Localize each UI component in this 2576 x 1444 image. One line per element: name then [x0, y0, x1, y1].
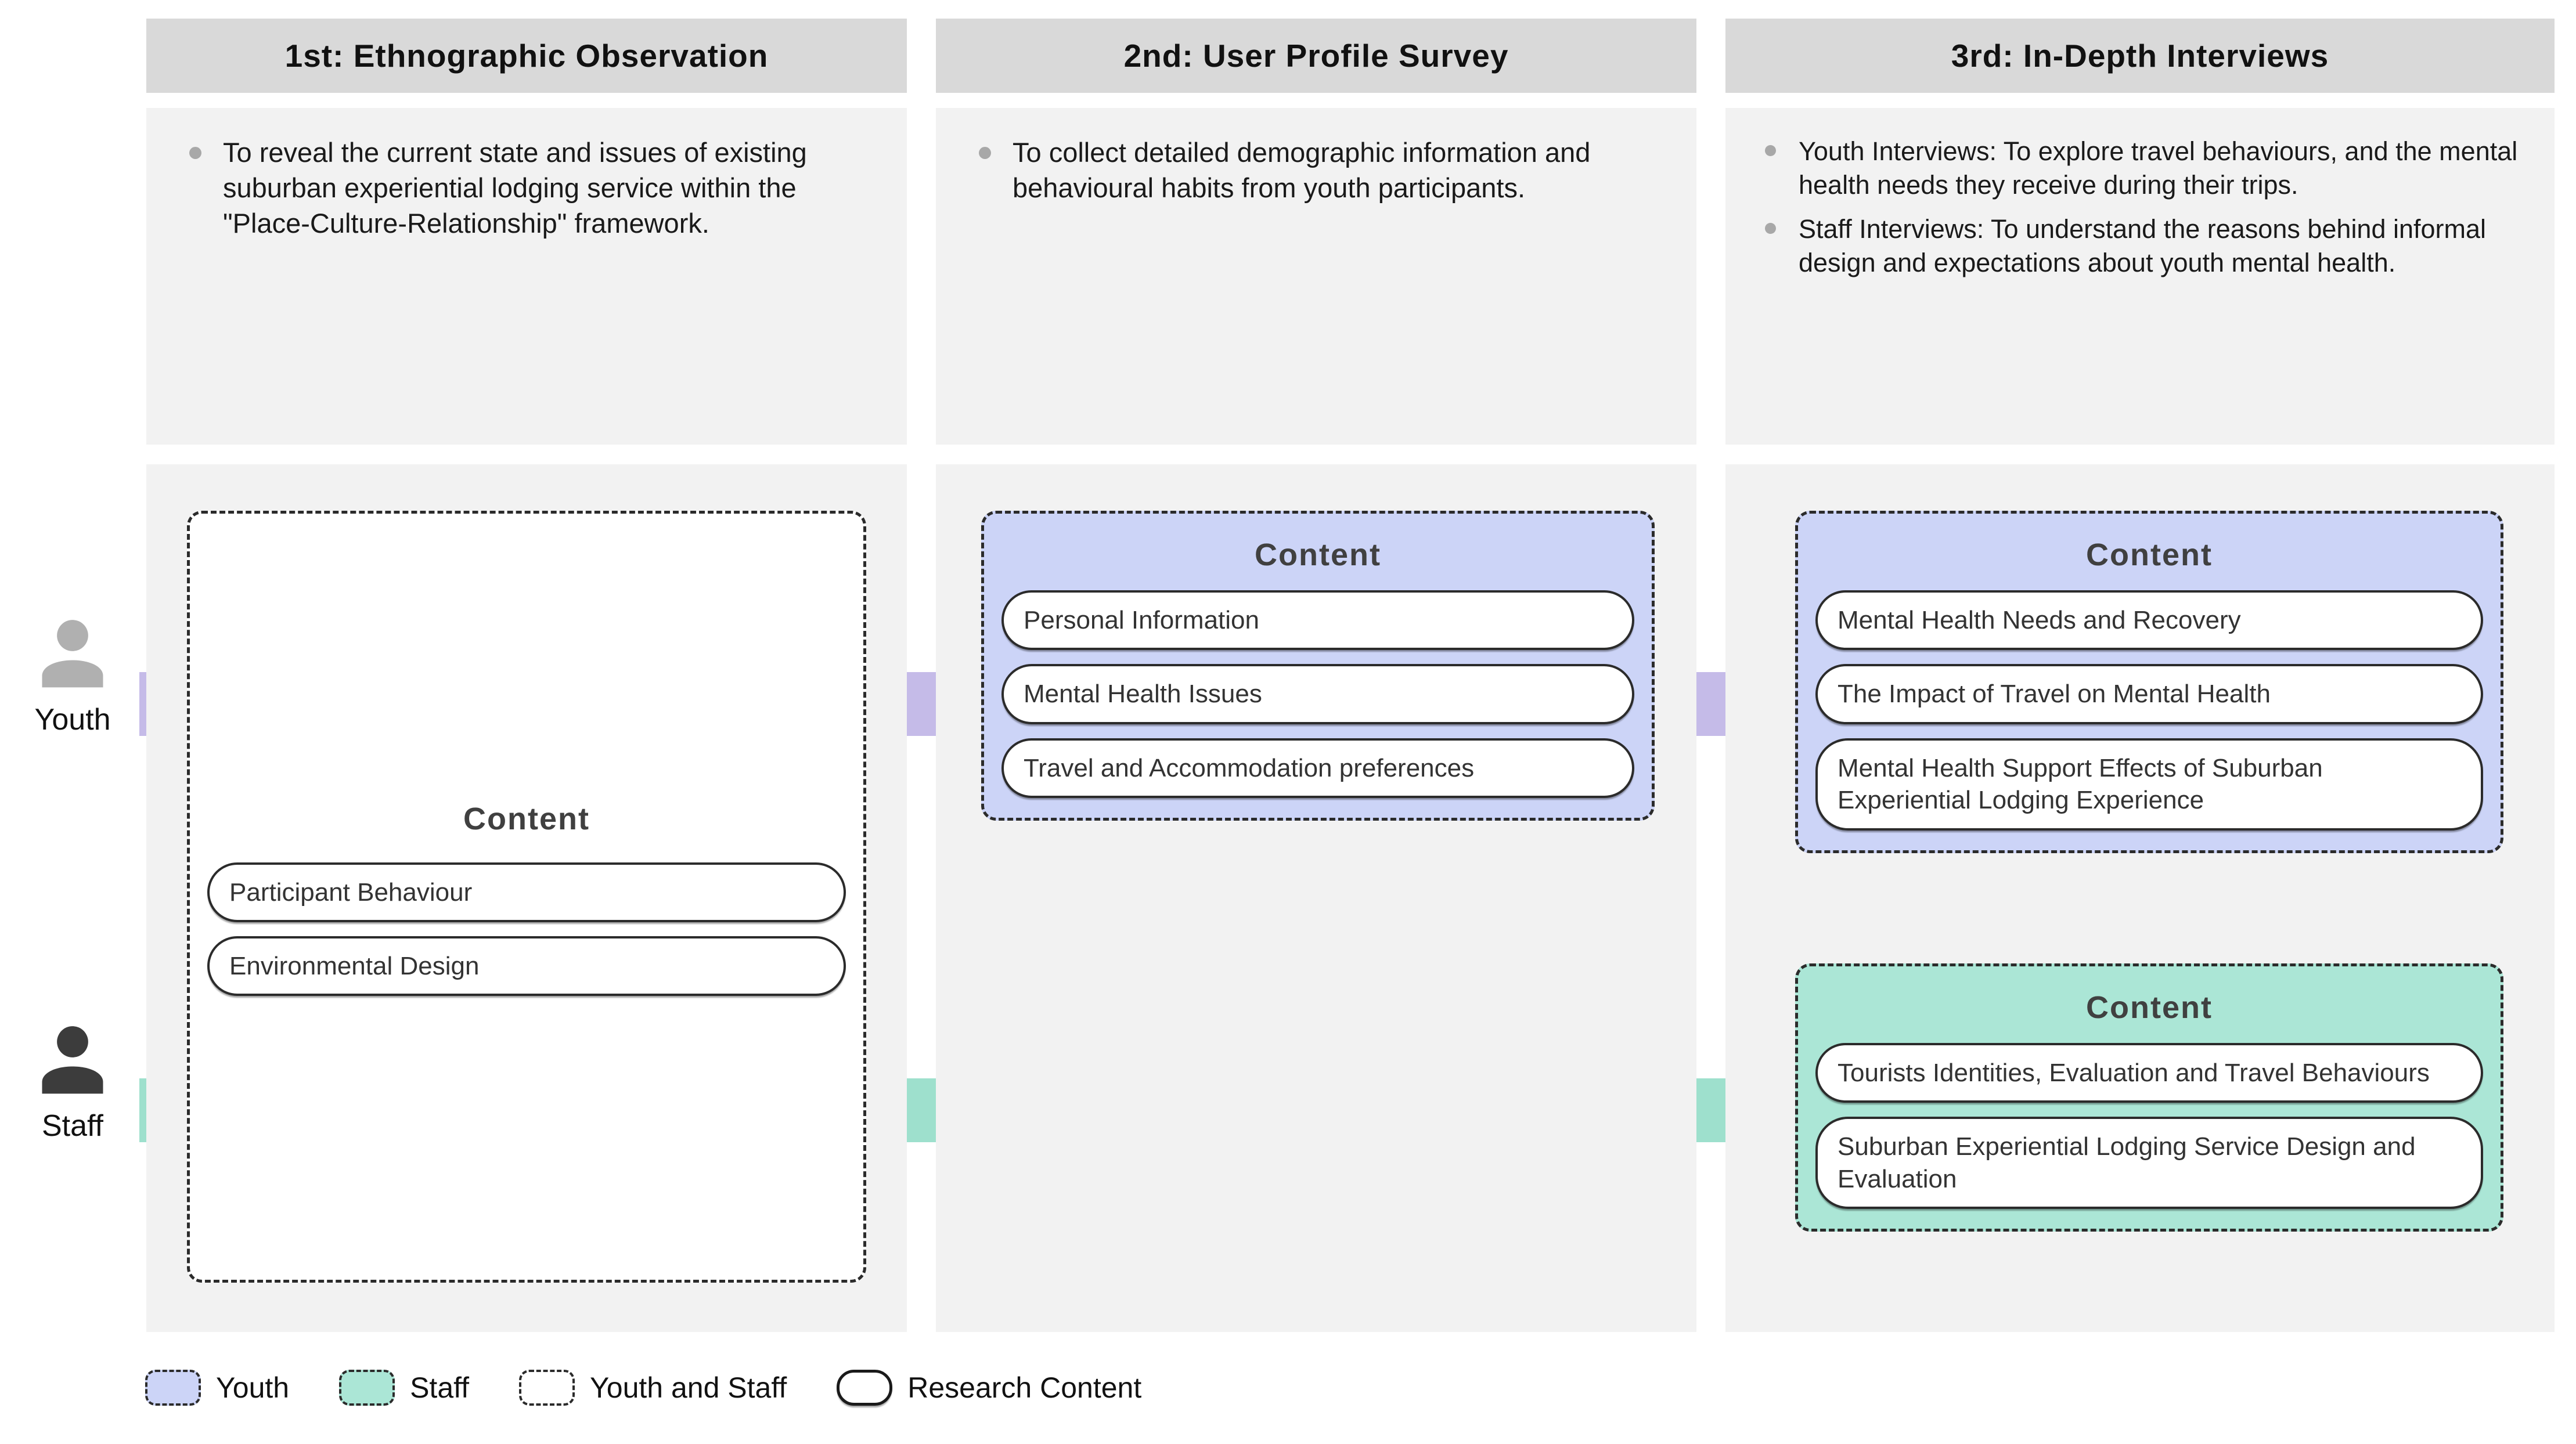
stage-3-youth-content-group: Content Mental Health Needs and Recovery… [1795, 511, 2503, 853]
objective-bullet: To reveal the current state and issues o… [170, 135, 884, 241]
objective-bullet: Staff Interviews: To understand the reas… [1749, 212, 2531, 280]
bullet-dot-icon [1765, 145, 1776, 156]
actor-staff-label: Staff [41, 1109, 103, 1143]
research-content-pill[interactable]: Personal Information [1001, 590, 1634, 651]
actor-youth: Youth [0, 609, 145, 737]
legend-label: Research Content [907, 1371, 1142, 1404]
objective-bullet: Youth Interviews: To explore travel beha… [1749, 135, 2531, 202]
stage-3-objectives: Youth Interviews: To explore travel beha… [1725, 108, 2555, 445]
research-content-pill[interactable]: Participant Behaviour [207, 862, 846, 922]
research-content-pill[interactable]: The Impact of Travel on Mental Health [1815, 664, 2483, 724]
research-content-pill[interactable]: Environmental Design [207, 936, 846, 997]
legend-item-youth: Youth [145, 1370, 289, 1406]
stage-3-staff-content-group: Content Tourists Identities, Evaluation … [1795, 963, 2503, 1232]
stage-3-header: 3rd: In-Depth Interviews [1725, 19, 2555, 93]
legend-swatch-youth-and-staff-icon [519, 1370, 575, 1406]
stage-1-header: 1st: Ethnographic Observation [146, 19, 907, 93]
research-content-pill[interactable]: Suburban Experiential Lodging Service De… [1815, 1117, 2483, 1210]
objective-text: Youth Interviews: To explore travel beha… [1799, 136, 2518, 200]
research-content-pill[interactable]: Mental Health Support Effects of Suburba… [1815, 738, 2483, 831]
legend-item-staff: Staff [339, 1370, 469, 1406]
legend-item-youth-and-staff: Youth and Staff [519, 1370, 787, 1406]
person-icon [42, 620, 103, 688]
bullet-dot-icon [979, 147, 991, 159]
legend-swatch-staff-icon [339, 1370, 395, 1406]
legend: Youth Staff Youth and Staff Research Con… [145, 1370, 1191, 1406]
legend-item-research-content: Research Content [837, 1370, 1141, 1406]
stage-1-content-group: Content Participant Behaviour Environmen… [187, 511, 866, 1283]
stage-2-content-group: Content Personal Information Mental Heal… [981, 511, 1655, 821]
objective-text: To collect detailed demographic informat… [1013, 137, 1591, 204]
content-group-title: Content [2086, 537, 2213, 572]
bullet-dot-icon [1765, 223, 1776, 234]
legend-swatch-research-content-icon [837, 1370, 893, 1406]
research-content-pill[interactable]: Mental Health Issues [1001, 664, 1634, 724]
content-group-title: Content [463, 801, 590, 836]
research-content-pill[interactable]: Tourists Identities, Evaluation and Trav… [1815, 1043, 2483, 1103]
actor-youth-label: Youth [34, 703, 111, 737]
legend-swatch-youth-icon [145, 1370, 201, 1406]
content-group-title: Content [1255, 537, 1381, 572]
objective-text: To reveal the current state and issues o… [223, 137, 807, 239]
bullet-dot-icon [189, 147, 201, 159]
stage-1-objectives: To reveal the current state and issues o… [146, 108, 907, 445]
research-content-pill[interactable]: Mental Health Needs and Recovery [1815, 590, 2483, 651]
actor-staff: Staff [0, 1016, 145, 1143]
legend-label: Youth [216, 1371, 290, 1404]
objective-text: Staff Interviews: To understand the reas… [1799, 214, 2487, 278]
objective-bullet: To collect detailed demographic informat… [959, 135, 1673, 205]
legend-label: Youth and Staff [590, 1371, 787, 1404]
person-icon [42, 1026, 103, 1094]
content-group-title: Content [2086, 990, 2213, 1025]
stage-2-header: 2nd: User Profile Survey [936, 19, 1696, 93]
research-content-pill[interactable]: Travel and Accommodation preferences [1001, 738, 1634, 799]
legend-label: Staff [410, 1371, 470, 1404]
stage-2-objectives: To collect detailed demographic informat… [936, 108, 1696, 445]
